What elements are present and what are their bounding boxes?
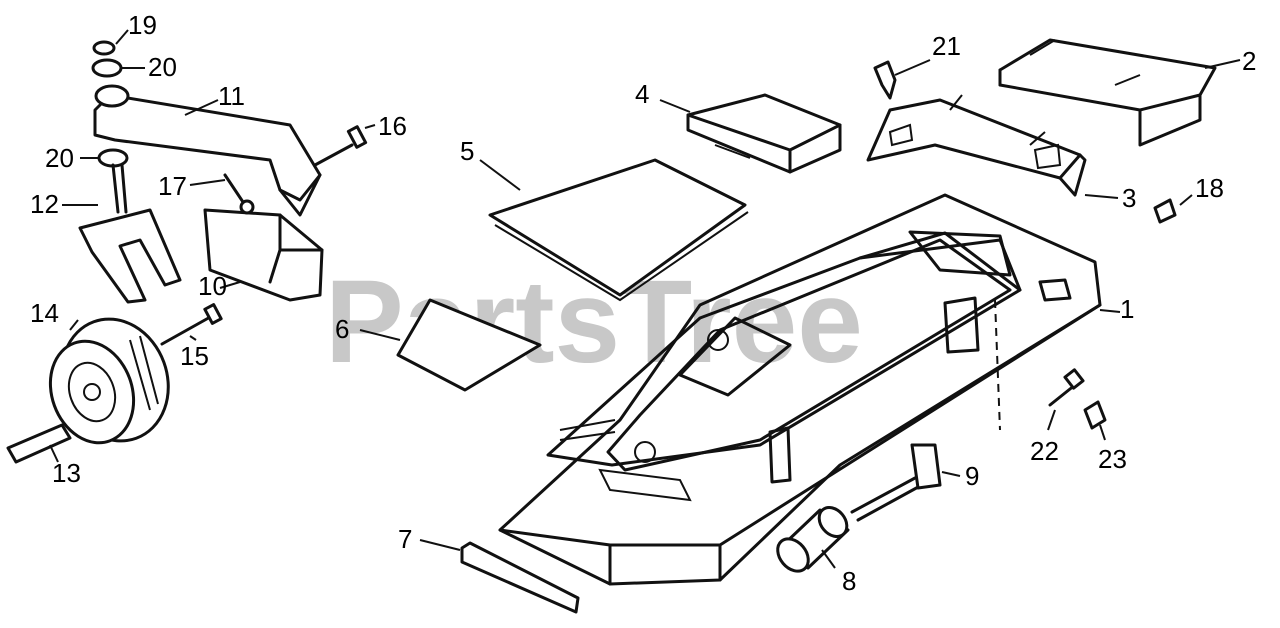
part-12-caster-fork	[78, 163, 182, 304]
callout-15: 15	[180, 341, 209, 371]
part-19-nut	[92, 40, 116, 56]
part-8-roller	[776, 506, 850, 573]
callout-14: 14	[30, 298, 59, 328]
callout-labels: 1 2 3 4 5 6 7 8 9 10 11 12 13 14 15 16 1…	[30, 10, 1256, 596]
part-1-deck-frame	[498, 193, 1102, 586]
callout-12: 12	[30, 189, 59, 219]
part-23-nut	[1083, 400, 1107, 430]
callout-16: 16	[378, 111, 407, 141]
part-4-box-cover	[686, 93, 842, 174]
callout-6: 6	[335, 314, 349, 344]
part-11-caster-arm	[93, 84, 322, 217]
part-3-shield-plate	[866, 94, 1087, 197]
part-20-bushing-top	[91, 58, 123, 78]
callout-2: 2	[1242, 46, 1256, 76]
part-17-spring	[223, 173, 255, 215]
callout-19: 19	[128, 10, 157, 40]
part-16-bolt	[313, 125, 368, 167]
callout-21: 21	[932, 31, 961, 61]
callout-11: 11	[218, 81, 245, 111]
part-15-bolt	[160, 303, 223, 346]
callout-23: 23	[1098, 444, 1127, 474]
part-9-shaft-bracket	[850, 443, 942, 522]
callout-13: 13	[52, 458, 81, 488]
part-22-bolt	[1048, 368, 1085, 407]
callout-7: 7	[398, 524, 412, 554]
callout-18: 18	[1195, 173, 1224, 203]
part-6-small-plate	[396, 298, 542, 392]
callout-17: 17	[158, 171, 187, 201]
callout-5: 5	[460, 136, 474, 166]
part-18-clip	[1153, 198, 1177, 224]
callout-22: 22	[1030, 436, 1059, 466]
part-2-top-cover	[998, 38, 1217, 147]
callout-3: 3	[1122, 183, 1136, 213]
part-14-wheel	[48, 317, 170, 445]
part-10-caster-bracket	[203, 208, 324, 302]
callout-9: 9	[965, 461, 979, 491]
callout-10: 10	[198, 271, 227, 301]
part-13-axle	[6, 423, 72, 464]
part-7-bracket	[460, 541, 580, 614]
callout-4: 4	[635, 79, 649, 109]
callout-20-bottom: 20	[45, 143, 74, 173]
callout-8: 8	[842, 566, 856, 596]
part-5-flat-plate	[488, 158, 749, 302]
callout-1: 1	[1120, 294, 1134, 324]
part-21-latch	[873, 60, 897, 100]
leader-lines	[49, 29, 1241, 569]
callout-20-top: 20	[148, 52, 177, 82]
